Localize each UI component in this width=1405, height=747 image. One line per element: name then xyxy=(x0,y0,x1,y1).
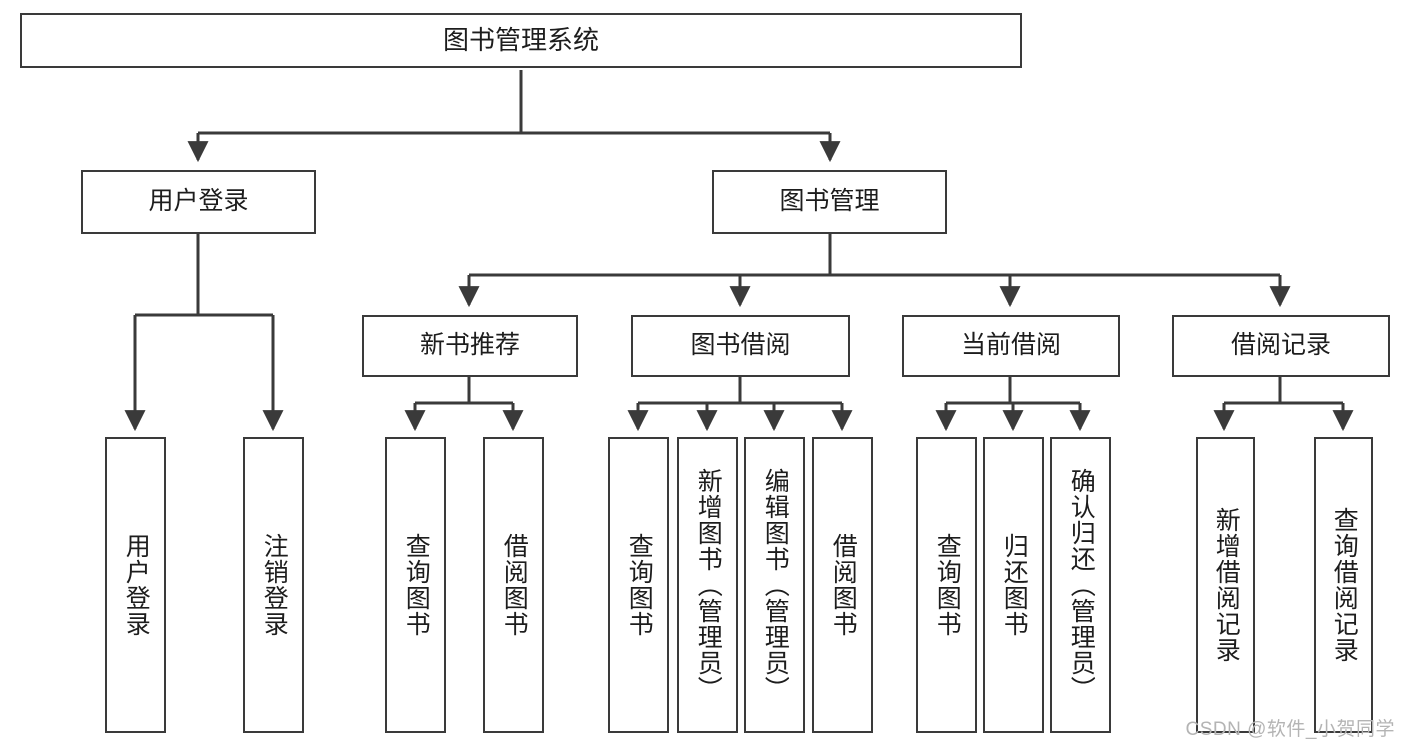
leaf-user-login[interactable]: 用户登录 xyxy=(105,437,166,733)
node-book-manage[interactable]: 图书管理 xyxy=(712,170,947,234)
leaf-borrow-book-2[interactable]: 借阅图书 xyxy=(812,437,873,733)
leaf-borrow-book-1[interactable]: 借阅图书 xyxy=(483,437,544,733)
leaf-edit-book-label: 编辑图书（管理员） xyxy=(761,468,790,702)
node-current-borrow[interactable]: 当前借阅 xyxy=(902,315,1120,377)
node-root-label: 图书管理系统 xyxy=(442,25,599,56)
node-book-borrow[interactable]: 图书借阅 xyxy=(631,315,850,377)
node-root[interactable]: 图书管理系统 xyxy=(20,13,1022,68)
node-new-book-recommend-label: 新书推荐 xyxy=(419,331,520,360)
leaf-query-book-3[interactable]: 查询图书 xyxy=(916,437,977,733)
leaf-edit-book[interactable]: 编辑图书（管理员） xyxy=(744,437,805,733)
leaf-query-book-2[interactable]: 查询图书 xyxy=(608,437,669,733)
node-new-book-recommend[interactable]: 新书推荐 xyxy=(362,315,578,377)
leaf-borrow-book-1-label: 借阅图书 xyxy=(500,533,529,637)
leaf-add-borrow-record[interactable]: 新增借阅记录 xyxy=(1196,437,1255,733)
leaf-logout[interactable]: 注销登录 xyxy=(243,437,304,733)
node-book-borrow-label: 图书借阅 xyxy=(690,331,791,360)
leaf-query-book-1-label: 查询图书 xyxy=(402,533,431,637)
node-borrow-record[interactable]: 借阅记录 xyxy=(1172,315,1390,377)
leaf-borrow-book-2-label: 借阅图书 xyxy=(829,533,858,637)
leaf-add-borrow-record-label: 新增借阅记录 xyxy=(1212,507,1241,663)
leaf-logout-label: 注销登录 xyxy=(260,533,289,637)
leaf-query-borrow-record-label: 查询借阅记录 xyxy=(1330,507,1359,663)
leaf-query-book-3-label: 查询图书 xyxy=(933,533,962,637)
leaf-user-login-label: 用户登录 xyxy=(122,533,151,637)
leaf-query-book-2-label: 查询图书 xyxy=(625,533,654,637)
leaf-return-book-label: 归还图书 xyxy=(1000,533,1029,637)
leaf-return-book[interactable]: 归还图书 xyxy=(983,437,1044,733)
leaf-query-book-1[interactable]: 查询图书 xyxy=(385,437,446,733)
leaf-confirm-return[interactable]: 确认归还（管理员） xyxy=(1050,437,1111,733)
node-user-login-label: 用户登录 xyxy=(148,187,249,216)
node-current-borrow-label: 当前借阅 xyxy=(960,331,1061,360)
leaf-confirm-return-label: 确认归还（管理员） xyxy=(1067,468,1096,702)
node-book-manage-label: 图书管理 xyxy=(779,187,880,216)
leaf-add-book-label: 新增图书（管理员） xyxy=(694,468,723,702)
leaf-query-borrow-record[interactable]: 查询借阅记录 xyxy=(1314,437,1373,733)
node-user-login[interactable]: 用户登录 xyxy=(81,170,316,234)
node-borrow-record-label: 借阅记录 xyxy=(1230,331,1331,360)
leaf-add-book[interactable]: 新增图书（管理员） xyxy=(677,437,738,733)
